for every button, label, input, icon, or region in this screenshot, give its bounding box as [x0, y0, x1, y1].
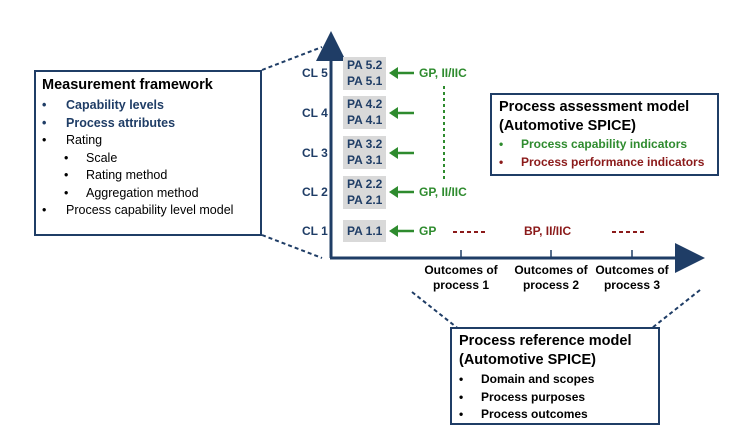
outcomes-process-1: Outcomes of process 1 — [424, 263, 498, 292]
pa-2-1: PA 2.1 — [347, 193, 383, 207]
mf-item-scale: •Scale — [64, 150, 118, 165]
outcomes-process-3: Outcomes of process 3 — [595, 263, 669, 292]
prm-title-line1: Process reference model — [459, 333, 632, 349]
pa-box-cl4 — [343, 96, 386, 129]
pam-item-performance-indicators: •Process performance indicators — [499, 154, 705, 169]
connector-top-dashed — [261, 46, 323, 71]
mf-item-process-attributes: •Process attributes — [42, 115, 176, 130]
mf-item-capability-levels: •Capability levels — [42, 98, 164, 112]
pa-box-cl5 — [343, 57, 386, 90]
pa-3-2: PA 3.2 — [347, 137, 383, 151]
pa-2-2: PA 2.2 — [347, 177, 383, 191]
pam-list: •Process capability indicators •Process … — [499, 136, 710, 171]
cl2-label: CL 2 — [302, 185, 328, 199]
indicator-bp: BP, II/IIC — [524, 224, 572, 238]
indicator-cl1: GP — [419, 224, 437, 238]
indicator-cl2: GP, II/IIC — [419, 185, 467, 199]
measurement-framework-box: Measurement framework •Capability levels… — [34, 70, 262, 236]
pam-title-line2: (Automotive SPICE) — [499, 118, 636, 134]
measurement-framework-list: •Capability levels •Process attributes •… — [42, 97, 254, 220]
mf-item-rating: •Rating — [42, 133, 103, 147]
pa-4-2: PA 4.2 — [347, 97, 383, 111]
cl3-label: CL 3 — [302, 146, 328, 160]
prm-title-line2: (Automotive SPICE) — [459, 352, 596, 368]
pa-box-cl1 — [343, 220, 386, 242]
pa-1-1: PA 1.1 — [347, 224, 383, 238]
pa-box-cl3 — [343, 136, 386, 169]
pa-5-1: PA 5.1 — [347, 74, 383, 88]
prm-item-process-purposes: •Process purposes — [459, 389, 586, 404]
pa-box-cl2 — [343, 176, 386, 209]
connector-ref-left-dashed — [411, 291, 461, 331]
pam-title-line1: Process assessment model — [499, 99, 690, 115]
connector-bottom-dashed — [261, 234, 323, 259]
prm-item-domain-scopes: •Domain and scopes — [459, 372, 595, 386]
connector-ref-right-dashed — [651, 289, 701, 329]
cl1-label: CL 1 — [302, 224, 328, 238]
cl4-label: CL 4 — [302, 106, 328, 120]
mf-item-rating-method: •Rating method — [64, 168, 168, 182]
outcomes-process-2: Outcomes of process 2 — [514, 263, 588, 292]
process-assessment-model-box: Process assessment model (Automotive SPI… — [490, 93, 719, 176]
pa-5-2: PA 5.2 — [347, 58, 383, 72]
pa-3-1: PA 3.1 — [347, 153, 383, 167]
process-reference-model-box: Process reference model (Automotive SPIC… — [450, 327, 660, 425]
pam-item-capability-indicators: •Process capability indicators — [499, 137, 688, 151]
cl5-label: CL 5 — [302, 66, 328, 80]
mf-item-capability-level-model: •Process capability level model — [42, 203, 234, 217]
mf-item-aggregation-method: •Aggregation method — [64, 185, 199, 200]
prm-list: •Domain and scopes •Process purposes •Pr… — [459, 371, 651, 424]
measurement-framework-title: Measurement framework — [42, 77, 213, 93]
pa-4-1: PA 4.1 — [347, 113, 383, 127]
prm-item-process-outcomes: •Process outcomes — [459, 407, 588, 421]
indicator-cl5: GP, II/IIC — [419, 66, 467, 80]
